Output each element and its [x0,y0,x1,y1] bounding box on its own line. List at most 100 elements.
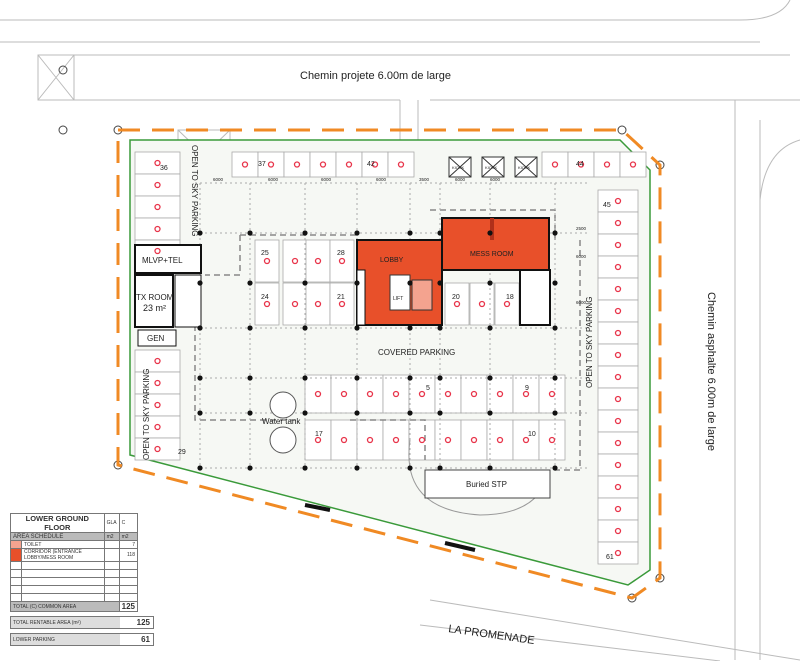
parking-marker [154,445,161,453]
column [487,410,493,416]
parking-marker [603,161,611,168]
parking-marker [154,203,161,211]
parking-stall [538,374,566,414]
parking-stall [382,374,410,414]
parking-marker [397,161,405,168]
parking-number: 25 [261,250,269,257]
column [197,325,203,331]
parking-stall [329,239,355,283]
dimension-label: 6000 [268,177,279,182]
open-sky-label: OPEN TO SKY PARKING [142,369,151,460]
column [247,375,253,381]
parking-marker [496,436,504,444]
water-tank-label: Water tank [262,417,301,426]
parking-number: 29 [178,449,186,456]
parking-stall [304,419,332,461]
parking-stall [597,475,639,499]
parking-marker [338,300,346,308]
column [407,465,413,471]
column [302,465,308,471]
parking-stall [335,151,363,178]
col-c: C [118,513,139,533]
parking-marker [614,329,622,337]
column [354,410,360,416]
parking-marker [267,161,275,168]
column [487,375,493,381]
parking-marker [522,436,530,444]
parking-stall [541,151,569,178]
dimension-label: 6000 [376,177,387,182]
parking-stall [486,419,514,461]
column [407,375,413,381]
parking-stall [597,255,639,279]
parking-stall [597,409,639,433]
parking-label: LOWER PARKING [13,636,55,643]
parking-number: 17 [315,431,323,438]
parking-stall [309,151,337,178]
tx-room-label: TX ROOM [136,293,174,302]
parking-stall [597,211,639,235]
parking-marker [470,390,478,398]
site-boundary-orange [116,128,662,600]
parking-stall [330,374,358,414]
parking-stall [494,282,520,326]
parking-stall [597,519,639,543]
parking-marker [418,390,426,398]
column [302,375,308,381]
column [247,410,253,416]
parking-marker [614,263,622,271]
parking-marker [614,439,622,447]
site-boundary-green [129,139,651,586]
parking-marker [154,401,161,409]
parking-marker [551,161,559,168]
parking-marker [263,300,271,308]
column [197,280,203,286]
column [407,230,413,236]
parking-marker [496,390,504,398]
parking-marker [314,436,322,444]
parking-stall [593,151,621,178]
parking-stall [305,239,331,283]
column [552,410,558,416]
column [247,325,253,331]
parking-marker [366,436,374,444]
parking-stall [597,233,639,257]
parking-stall [597,497,639,521]
dimension-label: 6000 [490,177,501,182]
parking-number: 24 [261,294,269,301]
parking-stall [356,374,384,414]
parking-stall [619,151,647,178]
column [487,465,493,471]
parking-value: 61 [120,634,153,645]
parking-stall [305,282,331,326]
parking-marker [614,285,622,293]
parking-stall [408,419,436,461]
mlvp-label: MLVP+TEL [142,256,183,265]
parking-marker [453,300,461,308]
column [437,375,443,381]
column [487,230,493,236]
schedule-subtitle: AREA SCHEDULE [10,532,105,541]
mess-room-label: MESS ROOM [470,251,514,258]
parking-number: 20 [452,294,460,301]
column [197,465,203,471]
parking-marker [548,436,556,444]
parking-number: 10 [528,431,536,438]
parking-stall [434,374,462,414]
unit-c: m2 [118,532,139,541]
parking-number: 21 [337,294,345,301]
schedule-title: LOWER GROUND FLOOR [10,513,105,533]
parking-number: 44 [576,161,584,168]
parking-stall [597,343,639,367]
parking-marker [548,390,556,398]
parking-stall [597,387,639,411]
parking-stall [382,419,410,461]
parking-stall [597,541,639,565]
buried-stp-label: Buried STP [466,480,507,489]
lift-label: LIFT [393,296,403,302]
